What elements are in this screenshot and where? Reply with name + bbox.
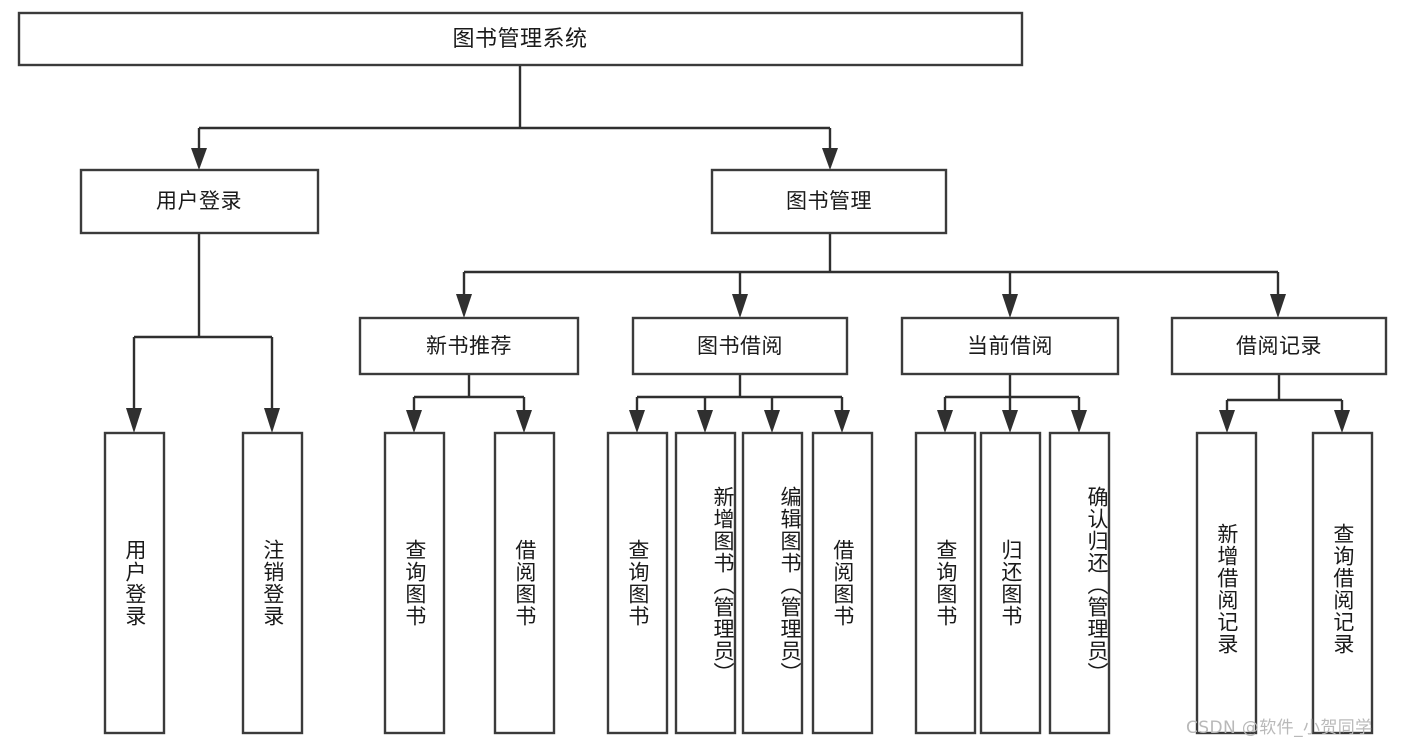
node-leaf-edit-book-box[interactable]: [741, 431, 804, 735]
arrow-to-leaf-add-book: [697, 410, 713, 433]
connector-group-book-manage: [456, 233, 1286, 318]
arrow-to-leaf-confirm-return: [1071, 410, 1087, 433]
node-borrow-record-box[interactable]: [1170, 316, 1388, 376]
node-borrow-record-label: 借阅记录: [1236, 334, 1322, 358]
node-root-label: 图书管理系统: [452, 27, 587, 52]
node-leaf-borrow-book-2-box[interactable]: [811, 431, 874, 735]
node-current-borrow-box[interactable]: [900, 316, 1120, 376]
connector-group-book-borrow: [629, 374, 850, 433]
arrow-to-leaf-logout-login: [264, 408, 280, 433]
node-leaf-query-book-1-box[interactable]: [383, 431, 446, 735]
arrow-to-book-manage: [822, 148, 838, 170]
node-new-book-recommend-box[interactable]: [358, 316, 580, 376]
arrow-to-leaf-query-book-1: [406, 410, 422, 433]
node-book-borrow-label: 图书借阅: [697, 334, 783, 358]
arrow-to-current-borrow: [1002, 294, 1018, 318]
node-leaf-query-book-3-box[interactable]: [914, 431, 977, 735]
arrow-to-leaf-borrow-book-2: [834, 410, 850, 433]
node-leaf-query-record-box[interactable]: [1311, 431, 1374, 735]
node-current-borrow[interactable]: 当前借阅: [900, 316, 1120, 376]
arrow-to-book-borrow: [732, 294, 748, 318]
node-leaf-user-login-box[interactable]: [103, 431, 166, 735]
node-user-login[interactable]: 用户登录: [79, 168, 320, 235]
node-leaf-return-book-box[interactable]: [979, 431, 1042, 735]
node-book-manage-label: 图书管理: [786, 189, 872, 213]
connector-group-borrow-record: [1219, 374, 1350, 433]
node-leaf-add-book-box[interactable]: [674, 431, 737, 735]
arrow-to-leaf-edit-book: [764, 410, 780, 433]
connector-group-current-borrow: [937, 374, 1087, 433]
arrow-to-leaf-add-record: [1219, 410, 1235, 433]
node-leaf-borrow-book-1-box[interactable]: [493, 431, 556, 735]
node-borrow-record[interactable]: 借阅记录: [1170, 316, 1388, 376]
arrow-to-leaf-user-login: [126, 408, 142, 433]
node-new-book-recommend-label: 新书推荐: [426, 334, 512, 358]
node-book-borrow-box[interactable]: [631, 316, 849, 376]
node-leaf-query-book-2-box[interactable]: [606, 431, 669, 735]
arrow-to-leaf-query-record: [1334, 410, 1350, 433]
node-user-login-label: 用户登录: [156, 189, 242, 213]
node-book-manage-box[interactable]: [710, 168, 948, 235]
node-new-book-recommend[interactable]: 新书推荐: [358, 316, 580, 376]
node-leaf-logout-login-box[interactable]: [241, 431, 304, 735]
node-current-borrow-label: 当前借阅: [967, 334, 1053, 358]
node-leaf-add-record-box[interactable]: [1195, 431, 1258, 735]
node-root-box[interactable]: [17, 11, 1024, 67]
node-book-manage[interactable]: 图书管理: [710, 168, 948, 235]
arrow-to-user-login: [191, 148, 207, 170]
connector-group-new-book-recommend: [406, 374, 532, 433]
node-book-borrow[interactable]: 图书借阅: [631, 316, 849, 376]
csdn-watermark: CSDN @软件_小贺同学: [1186, 718, 1373, 738]
node-user-login-box[interactable]: [79, 168, 320, 235]
arrow-to-leaf-query-book-3: [937, 410, 953, 433]
node-root[interactable]: 图书管理系统: [17, 11, 1024, 67]
arrow-to-borrow-record: [1270, 294, 1286, 318]
connector-group-root: [191, 65, 838, 170]
arrow-to-leaf-return-book: [1002, 410, 1018, 433]
node-leaf-confirm-return-box[interactable]: [1048, 431, 1111, 735]
connector-group-user-login: [126, 233, 280, 433]
arrow-to-leaf-borrow-book-1: [516, 410, 532, 433]
arrow-to-new-book-recommend: [456, 294, 472, 318]
arrow-to-leaf-query-book-2: [629, 410, 645, 433]
